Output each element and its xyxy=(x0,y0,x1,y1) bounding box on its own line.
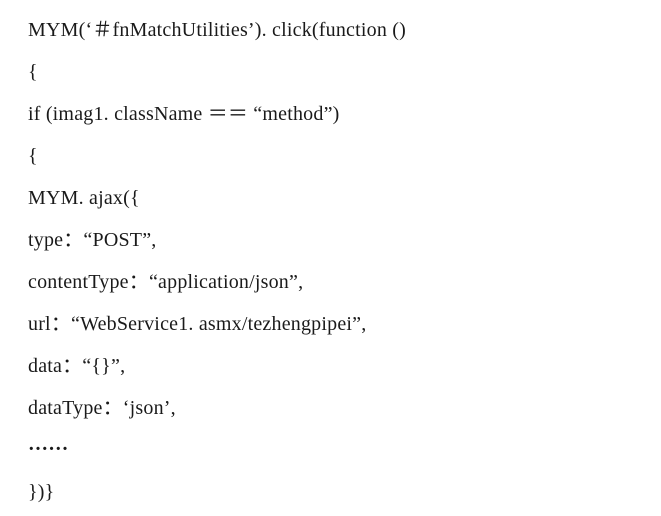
code-line-open-brace: { xyxy=(28,61,38,83)
code-line-click-handler: MYM(‘＃fnMatchUtilities’). click(function… xyxy=(28,19,406,41)
code-line-data: data：“{}”, xyxy=(28,355,126,377)
code-line-ajax-call: MYM. ajax({ xyxy=(28,187,140,209)
code-line-type: type：“POST”, xyxy=(28,229,157,251)
code-line-close-braces: })} xyxy=(28,481,55,503)
code-line-if-condition: if (imag1. className ＝＝ “method”) xyxy=(28,103,340,125)
code-line-open-brace-inner: { xyxy=(28,145,38,167)
code-line-url: url：“WebService1. asmx/tezhengpipei”, xyxy=(28,313,367,335)
code-line-data-type: dataType：‘json’, xyxy=(28,397,176,419)
code-line-ellipsis: …… xyxy=(28,433,69,455)
code-line-content-type: contentType：“application/json”, xyxy=(28,271,304,293)
